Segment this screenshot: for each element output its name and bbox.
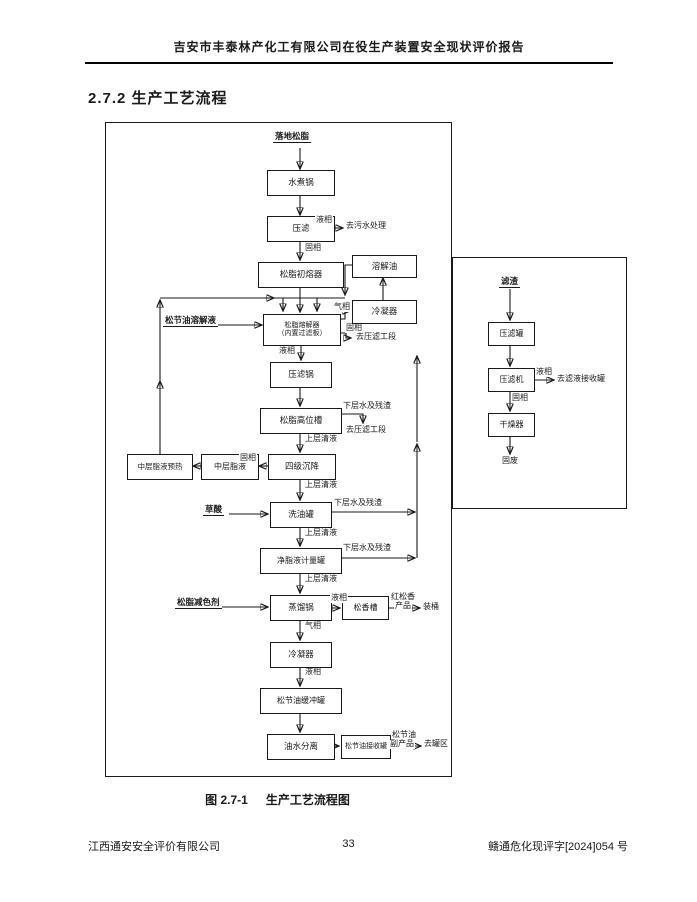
label-to-sewage: 去污水处理 bbox=[345, 221, 387, 231]
flow-connectors bbox=[105, 148, 658, 775]
label-liquid-phase-2: 液相 bbox=[278, 346, 296, 356]
label-solid-phase-3: 固相 bbox=[239, 453, 257, 463]
stream-filter-residue: 滤渣 bbox=[499, 276, 521, 289]
figure-caption-number: 图 2.7-1 bbox=[205, 793, 248, 807]
node-oil-water-separation: 油水分离 bbox=[267, 734, 335, 760]
node-mid-layer-preheat: 中层脂液预热 bbox=[127, 454, 193, 480]
label-upper-clear-4: 上层清液 bbox=[304, 574, 338, 584]
label-liquid-phase-3: 液相 bbox=[330, 593, 348, 603]
label-byproduct-line2: 副产品 bbox=[389, 739, 415, 749]
node-water-boiling-pot: 水煮锅 bbox=[267, 170, 335, 196]
node-distillation-pot: 蒸馏锅 bbox=[270, 595, 332, 621]
node-turpentine-buffer-tank: 松节油缓冲罐 bbox=[260, 688, 342, 714]
footer-company: 江西通安安全评价有限公司 bbox=[88, 841, 220, 853]
label-gas-phase-1: 气相 bbox=[333, 302, 351, 312]
label-lower-residue-2: 下层水及残渣 bbox=[333, 498, 383, 508]
node-dryer: 干燥器 bbox=[488, 413, 535, 437]
stream-decolorant: 松脂减色剂 bbox=[175, 597, 222, 610]
node-turpentine-receiving-tank: 松节油接收罐 bbox=[341, 735, 391, 759]
process-flow-diagram: 落地松脂 水煮锅 压滤 松脂初熔器 溶解油 冷凝器 松脂熔解器 （内置过滤板） … bbox=[105, 122, 658, 777]
label-gas-phase-2: 气相 bbox=[304, 621, 322, 631]
stream-oxalic-acid: 草酸 bbox=[203, 504, 225, 517]
stream-fallen-pine-resin: 落地松脂 bbox=[273, 131, 312, 144]
figure-caption: 图 2.7-1 生产工艺流程图 bbox=[105, 791, 450, 808]
footer-page-number: 33 bbox=[342, 838, 355, 850]
label-to-tank-area: 去罐区 bbox=[423, 739, 449, 749]
footer-doc-number: 赣通危化现评字[2024]054 号 bbox=[488, 841, 628, 853]
node-press-pot: 压滤锅 bbox=[270, 362, 332, 388]
node-oil-wash-tank: 洗油罐 bbox=[270, 502, 332, 528]
label-side-liquid-phase: 液相 bbox=[535, 367, 553, 377]
label-liquid-phase-4: 液相 bbox=[304, 667, 322, 677]
node-initial-melter: 松脂初熔器 bbox=[258, 262, 344, 288]
label-packing: 装桶 bbox=[422, 602, 440, 612]
node-dissolved-oil: 溶解油 bbox=[352, 255, 417, 278]
page-header-title: 吉安市丰泰林产化工有限公司在役生产装置安全现状评价报告 bbox=[85, 38, 613, 64]
node-press-filter-tank: 压滤罐 bbox=[488, 322, 535, 346]
node-resin-melter-line2: （内置过滤板） bbox=[277, 330, 327, 337]
section-heading: 2.7.2 生产工艺流程 bbox=[88, 90, 228, 107]
label-upper-clear-2: 上层清液 bbox=[304, 480, 338, 490]
stream-turpentine-solution: 松节油溶解液 bbox=[163, 315, 219, 328]
label-to-press-section-1: 去压滤工段 bbox=[355, 332, 397, 342]
figure-caption-title: 生产工艺流程图 bbox=[265, 793, 350, 807]
label-liquid-phase-1: 液相 bbox=[315, 215, 333, 225]
label-lower-residue-3: 下层水及残渣 bbox=[342, 543, 392, 553]
label-upper-clear-1: 上层清液 bbox=[304, 434, 338, 444]
label-upper-clear-3: 上层清液 bbox=[304, 528, 338, 538]
label-lower-residue-1: 下层水及残渣 bbox=[342, 401, 392, 411]
label-solid-phase-2: 固相 bbox=[345, 323, 363, 333]
node-metering-tank: 净脂液计量罐 bbox=[260, 548, 342, 574]
node-filter-press: 压滤 bbox=[267, 216, 335, 242]
node-resin-melter: 松脂熔解器 （内置过滤板） bbox=[263, 314, 341, 346]
label-red-rosin-line2: 产品 bbox=[394, 601, 412, 611]
label-side-solid-phase: 固相 bbox=[511, 393, 529, 403]
node-condenser-1: 冷凝器 bbox=[352, 300, 417, 324]
label-solid-phase-1: 固相 bbox=[304, 243, 322, 253]
node-high-level-tank: 松脂高位槽 bbox=[260, 408, 342, 434]
node-press-filter-machine: 压滤机 bbox=[488, 368, 535, 392]
node-condenser-2: 冷凝器 bbox=[270, 642, 332, 668]
label-red-rosin-line1: 红松香 bbox=[390, 592, 416, 602]
label-to-filtrate-tank: 去滤液接收罐 bbox=[556, 374, 606, 384]
node-four-stage-settling: 四级沉降 bbox=[268, 454, 336, 480]
label-byproduct-line1: 松节油 bbox=[391, 730, 417, 740]
node-resin-melter-line1: 松脂熔解器 bbox=[284, 321, 320, 329]
label-solid-waste: 固废 bbox=[501, 456, 519, 466]
node-rosin-tank: 松香槽 bbox=[342, 596, 389, 620]
label-to-press-section-2: 去压滤工段 bbox=[345, 425, 387, 435]
